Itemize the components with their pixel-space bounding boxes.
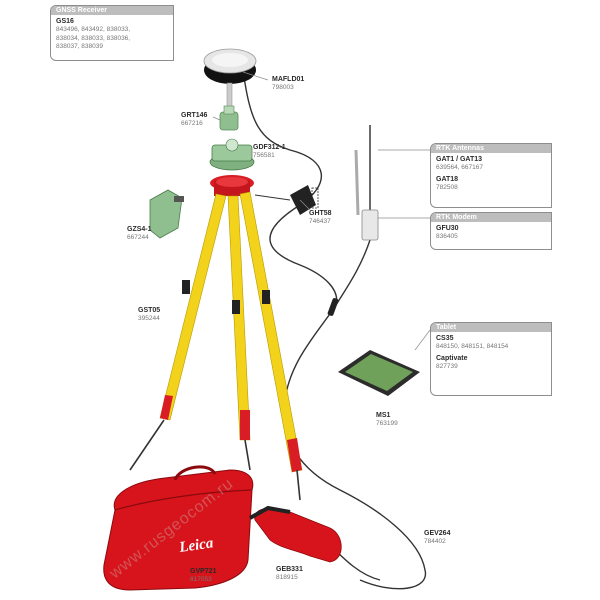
label-grt146: GRT146 667216 xyxy=(181,112,207,128)
callout-header: GNSS Receiver xyxy=(51,6,173,15)
label-gev264-code: 784402 xyxy=(424,538,446,545)
tablet-model: CS35 xyxy=(436,335,454,342)
label-ght-code: 746437 xyxy=(309,218,331,225)
gnss-part-numbers: 843496, 843492, 838033, 838034, 838033, … xyxy=(56,26,131,50)
label-gzs-name: GZS4-1 xyxy=(127,226,152,233)
label-ms1-code: 763199 xyxy=(376,420,398,427)
case-brand: Leica xyxy=(177,535,215,556)
label-gvp721-name: GVP721 xyxy=(190,568,217,575)
callout-header: Tablet xyxy=(431,323,551,332)
label-ms1-name: MS1 xyxy=(376,412,391,419)
label-gdf-name: GDF312-1 xyxy=(253,144,286,151)
label-gst05-code: 395244 xyxy=(138,315,160,322)
label-gst05-name: GST05 xyxy=(138,307,161,314)
label-mafs: MAFLD01 798003 xyxy=(272,76,304,92)
tablet-cs35 xyxy=(338,350,420,396)
label-gzs-code: 667244 xyxy=(127,234,149,241)
label-mafs-code: 798003 xyxy=(272,84,294,91)
rtk-antennas-callout: RTK Antennas GAT1 / GAT13 639564, 667167… xyxy=(430,143,552,208)
label-gst05: GST05 395244 xyxy=(138,307,160,323)
holder-gzs4 xyxy=(149,189,184,239)
label-geb331-code: 818915 xyxy=(276,574,298,581)
label-gzs: GZS4-1 667244 xyxy=(127,226,152,242)
label-geb331-name: GEB331 xyxy=(276,566,303,573)
carrier-grt146 xyxy=(219,105,239,131)
modem-number: 836405 xyxy=(436,233,458,240)
rtk-antenna xyxy=(354,125,371,216)
label-gdf-code: 756581 xyxy=(253,152,275,159)
antenna-numbers-2: 782508 xyxy=(436,183,458,191)
callout-header: RTK Antennas xyxy=(431,144,551,153)
label-gvp721: GVP721 817053 xyxy=(190,568,216,584)
label-gvp721-code: 817053 xyxy=(190,576,212,583)
gnss-model: GS16 xyxy=(56,18,74,25)
antenna-numbers-1: 639564, 667167 xyxy=(436,164,483,171)
gnss-receiver xyxy=(203,48,257,84)
label-ght-name: GHT58 xyxy=(309,210,332,217)
tablet-callout: Tablet CS35 848150, 848151, 848154 Capti… xyxy=(430,322,552,396)
software-number: 827739 xyxy=(436,362,458,370)
antenna-model-2: GAT18 xyxy=(436,175,459,183)
tripod-legs xyxy=(129,191,303,501)
antenna-model-1: GAT1 / GAT13 xyxy=(436,156,483,163)
label-gev264: GEV264 784402 xyxy=(424,530,450,546)
rtk-modem xyxy=(361,209,379,241)
label-ms1: MS1 763199 xyxy=(376,412,398,428)
holder-ght58 xyxy=(254,185,319,215)
label-gev264-name: GEV264 xyxy=(424,530,451,537)
transport-case xyxy=(103,465,254,591)
label-geb331: GEB331 818915 xyxy=(276,566,303,582)
modem-model: GFU30 xyxy=(436,225,459,232)
label-gdf: GDF312-1 756581 xyxy=(253,144,286,160)
battery-geb331 xyxy=(249,505,342,563)
label-grt146-code: 667216 xyxy=(181,120,203,127)
rtk-modem-callout: RTK Modem GFU30 836405 xyxy=(430,212,552,250)
tripod-head xyxy=(210,175,254,196)
gnss-receiver-callout: GNSS Receiver GS16 843496, 843492, 83803… xyxy=(50,5,174,61)
label-mafs-name: MAFLD01 xyxy=(272,76,305,83)
tribrach-gdf312 xyxy=(209,138,255,171)
tablet-numbers: 848150, 848151, 848154 xyxy=(436,343,509,350)
label-grt146-name: GRT146 xyxy=(181,112,208,119)
label-ght: GHT58 746437 xyxy=(309,210,332,226)
software-name: Captivate xyxy=(436,354,468,362)
leader-lines xyxy=(212,71,431,351)
callout-header: RTK Modem xyxy=(431,213,551,222)
cable-connector xyxy=(327,298,339,316)
